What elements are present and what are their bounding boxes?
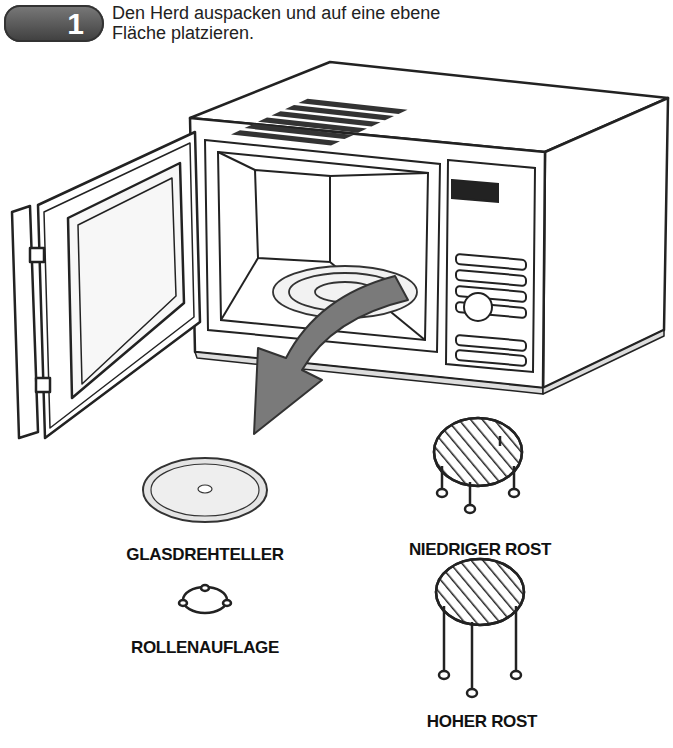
cavity-part	[221, 258, 258, 320]
part-name: HOHER ROST	[372, 712, 592, 732]
part-name: GLASDREHTELLER	[95, 545, 315, 565]
oven-door	[12, 132, 200, 438]
glass-turntable	[143, 458, 267, 522]
roller-ring-part	[201, 585, 209, 591]
oven-door-part	[38, 132, 200, 438]
step-number: 1	[67, 9, 84, 39]
glass-turntable-part	[143, 458, 267, 522]
cavity-part	[255, 170, 330, 262]
part-name: NIEDRIGER ROST	[370, 540, 590, 560]
control-panel-part	[456, 270, 526, 286]
step-badge: 1	[4, 5, 104, 42]
high-rack-part	[467, 689, 477, 697]
microwave-body-part	[543, 330, 664, 394]
control-panel-part	[456, 335, 526, 351]
low-rack-part	[434, 418, 522, 486]
oven-door-part	[44, 143, 194, 428]
roller-ring	[179, 585, 231, 613]
high-rack	[436, 559, 524, 697]
cavity-part	[330, 173, 428, 176]
control-panel-part	[464, 293, 492, 321]
high-rack-part	[471, 622, 474, 690]
oven-door-part	[68, 163, 184, 398]
low-rack-part	[437, 489, 447, 497]
high-rack-part	[515, 606, 518, 672]
step-instruction: Den Herd auspacken und auf eine ebene Fl…	[112, 3, 452, 43]
oven-door-part	[36, 378, 50, 392]
low-rack-part	[509, 489, 519, 497]
oven-door-part	[12, 206, 38, 438]
control-panel	[446, 160, 535, 372]
part-name: ROLLENAUFLAGE	[95, 638, 315, 658]
low-rack-part	[434, 418, 522, 486]
low-rack-part	[465, 505, 475, 513]
cavity-part	[218, 152, 255, 170]
placement-arrow	[254, 276, 408, 434]
vent-grille-part	[231, 130, 340, 145]
glass-turntable-part	[198, 485, 212, 493]
high-rack-part	[439, 671, 449, 679]
glass-turntable-part	[151, 464, 259, 516]
control-panel-part	[456, 350, 526, 366]
microwave-body-part	[190, 118, 545, 388]
high-rack-part	[511, 671, 521, 679]
high-rack-part	[436, 559, 524, 625]
oven-door-part	[30, 248, 44, 262]
control-panel-part	[446, 160, 535, 372]
high-rack-part	[443, 606, 446, 672]
roller-ring-part	[179, 600, 187, 606]
roller-ring-part	[223, 600, 231, 606]
microwave-body-part	[543, 98, 668, 388]
high-rack-part	[436, 559, 524, 625]
control-panel-part	[452, 180, 498, 202]
control-panel-part	[456, 254, 526, 270]
vent-grille	[231, 99, 408, 146]
oven-door-part	[78, 178, 176, 384]
low-rack	[434, 418, 522, 513]
microwave-body	[190, 62, 668, 394]
